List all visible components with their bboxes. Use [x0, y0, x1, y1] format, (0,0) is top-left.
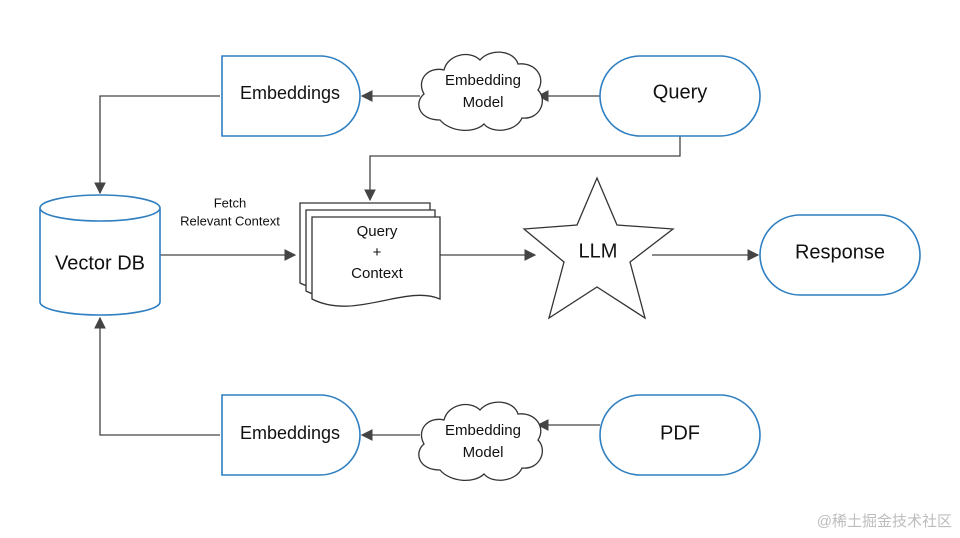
llm-label: LLM	[579, 240, 618, 262]
pdf-label: PDF	[660, 422, 700, 444]
llm-star-shape	[522, 176, 675, 320]
embeddings-bottom-shape	[221, 394, 361, 476]
query-shape	[599, 55, 761, 137]
query-context-label-line2: +	[373, 244, 382, 261]
fetch-edge-label: Fetch Relevant Context	[180, 195, 280, 228]
embedding-model-bottom-node: Embedding Model	[418, 401, 543, 481]
query-node: Query	[599, 55, 761, 137]
vector-db-top-shape	[39, 194, 161, 222]
embedding-model-bottom-cloud-shape	[418, 401, 543, 481]
embedding-model-top-label-line1: Embedding	[445, 72, 521, 89]
response-shape	[759, 214, 921, 296]
query-context-node: Query + Context	[299, 202, 441, 307]
embeddings-bottom-label: Embeddings	[240, 423, 340, 443]
query-context-label-line3: Context	[351, 265, 404, 282]
embedding-model-top-label-line2: Model	[463, 94, 504, 111]
embeddings-top-node: Embeddings	[221, 55, 361, 137]
response-label: Response	[795, 241, 885, 263]
embeddings-top-label: Embeddings	[240, 83, 340, 103]
embedding-model-top-node: Embedding Model	[418, 51, 543, 131]
embedding-model-bottom-label-line2: Model	[463, 444, 504, 461]
pdf-shape	[599, 394, 761, 476]
edge-embeddings-bottom-to-vector-db	[94, 316, 220, 436]
embedding-model-bottom-label-line1: Embedding	[445, 422, 521, 439]
pdf-node: PDF	[599, 394, 761, 476]
edge-embeddings-top-to-vector-db	[94, 95, 220, 195]
edge-query-to-context-doc	[364, 136, 681, 202]
query-context-label-line1: Query	[357, 223, 398, 240]
vector-db-node: Vector DB	[39, 194, 161, 316]
embeddings-bottom-node: Embeddings	[221, 394, 361, 476]
embeddings-top-shape	[221, 55, 361, 137]
context-doc-sheet-front	[311, 216, 441, 307]
embedding-model-top-cloud-shape	[418, 51, 543, 131]
fetch-label-line1: Fetch	[214, 195, 247, 210]
vector-db-body-shape	[39, 208, 161, 316]
watermark-text: @稀土掘金技术社区	[817, 513, 952, 530]
response-node: Response	[759, 214, 921, 296]
vector-db-label: Vector DB	[55, 252, 145, 274]
llm-node: LLM	[522, 176, 675, 320]
fetch-label-line2: Relevant Context	[180, 213, 280, 228]
query-label: Query	[653, 81, 707, 103]
edges	[94, 90, 760, 441]
